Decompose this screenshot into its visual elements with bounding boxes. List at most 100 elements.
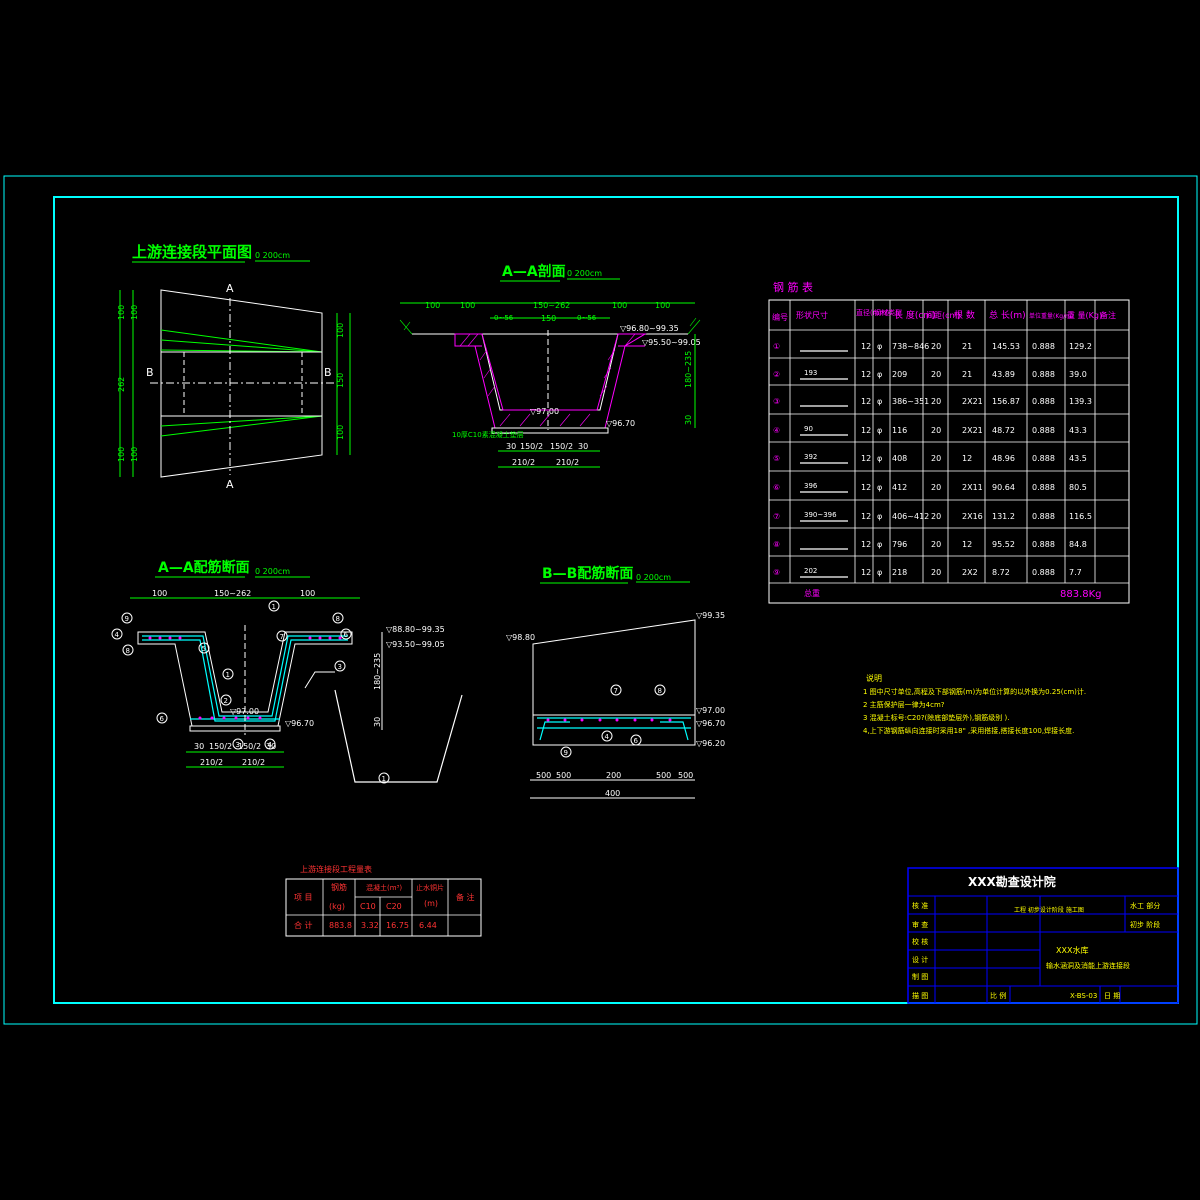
rebar-mark-circle <box>264 738 276 750</box>
rebar-mark-circle <box>122 644 134 656</box>
rebar-th-id: 编号 <box>772 312 788 322</box>
rebar-cell-r3-c10: 139.3 <box>1069 397 1092 406</box>
rebar-aa-bdim-1: 30 <box>194 742 204 751</box>
rebar-cell-r7-c2: 390~396 <box>804 511 837 519</box>
rebar-aa-elev-bottom: ▽97.00 <box>230 707 259 716</box>
rebar-bb-section: B—B配筋断面 0 200cm ▽98.80 ▽99.35 ▽97.00 ▽96… <box>506 565 725 799</box>
quantity-sub-c10: C10 <box>360 902 376 911</box>
rebar-mark-circle <box>340 628 352 640</box>
plan-dim-right-3: 100 <box>336 425 345 440</box>
rebar-mark-circle <box>332 612 344 624</box>
rebar-table-title: 钢 筋 表 <box>773 280 813 294</box>
rebar-cell-r3-c9: 0.888 <box>1032 397 1055 406</box>
title-part: 水工 部分 <box>1130 901 1160 910</box>
aa-elev-mid: ▽95.50~99.05 <box>642 338 701 347</box>
rebar-cell-r7-c4: φ <box>877 512 882 521</box>
rebar-cell-r9-c6: 20 <box>931 568 941 577</box>
aa-dim-right-1: 180~235 <box>684 351 693 388</box>
rebar-cell-r2-c7: 21 <box>962 370 972 379</box>
rebar-mark-circle <box>378 772 390 784</box>
title-row-5: 制 图 <box>912 972 928 981</box>
note-3: 3 混凝土标号:C20?(除底部垫层外),钢筋级别 ). <box>863 713 1009 722</box>
rebar-cell-r3-c1: ③ <box>773 397 780 406</box>
rebar-th-unit: 单位重量(Kg/m) <box>1029 312 1073 320</box>
rebar-bb-elev-r3: ▽96.20 <box>696 739 725 748</box>
title-row-1: 核 准 <box>912 901 928 910</box>
rebar-mark-circle <box>156 712 168 724</box>
rebar-cell-r1-c9: 0.888 <box>1032 342 1055 351</box>
rebar-mark-label: 1 <box>272 603 276 611</box>
rebar-cell-r2-c2: 193 <box>804 369 817 377</box>
aa-dim-top-2: 100 <box>460 301 475 310</box>
section-a-bottom-label: A <box>226 478 234 491</box>
notes-title: 说明 <box>866 673 882 683</box>
rebar-cell-r2-c9: 0.888 <box>1032 370 1055 379</box>
rebar-cell-r2-c1: ② <box>773 370 780 379</box>
rebar-cell-r1-c3: 12 <box>861 342 871 351</box>
rebar-cell-r9-c1: ⑨ <box>773 568 780 577</box>
rebar-cell-r5-c9: 0.888 <box>1032 454 1055 463</box>
note-2: 2 主筋保护层一律为4cm? <box>863 700 945 709</box>
aa-dim-bottom-3: 150/2 <box>550 442 573 451</box>
rebar-mark-label: 1 <box>226 671 230 679</box>
rebar-aa-dim-2: 150~262 <box>214 589 251 598</box>
rebar-cell-r5-c4: φ <box>877 454 882 463</box>
section-a-top-label: A <box>226 282 234 295</box>
rebar-cell-r6-c4: φ <box>877 483 882 492</box>
rebar-mark-circle <box>198 642 210 654</box>
title-row-2: 审 查 <box>912 920 928 929</box>
rebar-cell-r7-c10: 116.5 <box>1069 512 1092 521</box>
rebar-cell-r1-c8: 145.53 <box>992 342 1020 351</box>
aa-elev-top: ▽96.80~99.35 <box>620 324 679 333</box>
rebar-cell-r2-c8: 43.89 <box>992 370 1015 379</box>
rebar-bb-title: B—B配筋断面 <box>542 565 633 582</box>
rebar-mark-circle <box>334 660 346 672</box>
rebar-mark-label: 6 <box>634 737 639 745</box>
aa-dim-top-4: 100 <box>612 301 627 310</box>
rebar-cell-r3-c5: 386~351 <box>892 397 929 406</box>
plan-dim-left-3: 100 <box>117 447 126 462</box>
rebar-mark-label: 4 <box>268 741 273 749</box>
rebar-cell-r8-c1: ⑧ <box>773 540 780 549</box>
rebar-cell-r4-c10: 43.3 <box>1069 426 1087 435</box>
rebar-bb-bdim-4: 500 <box>656 771 671 780</box>
rebar-cell-r5-c10: 43.5 <box>1069 454 1087 463</box>
aa-dim-bottom-2: 150/2 <box>520 442 543 451</box>
quantity-cell-4: 16.75 <box>386 921 409 930</box>
rebar-cell-r4-c8: 48.72 <box>992 426 1015 435</box>
title-footer-date: 日 期 <box>1104 992 1120 1000</box>
rebar-cell-r1-c4: φ <box>877 342 882 351</box>
rebar-bb-bdim-2: 500 <box>556 771 571 780</box>
section-aa: A—A剖面 0 200cm 100 100 150~262 100 100 0~… <box>399 263 701 468</box>
quantity-cell-1: 合 计 <box>294 920 313 930</box>
title-block: XXX勘查设计院 核 准 审 查 校 核 设 计 制 图 描 图 工程 初步设计… <box>907 867 1179 1004</box>
rebar-total-label: 总重 <box>804 588 820 598</box>
plan-dim-left2-2: 100 <box>130 447 139 462</box>
rebar-cell-r8-c3: 12 <box>861 540 871 549</box>
rebar-cell-r6-c10: 80.5 <box>1069 483 1087 492</box>
aa-elev-base: ▽96.70 <box>606 419 635 428</box>
rebar-cell-r5-c2: 392 <box>804 453 817 461</box>
rebar-cell-r9-c7: 2X2 <box>962 568 978 577</box>
quantity-cell-3: 3.32 <box>361 921 379 930</box>
rebar-cell-r5-c1: ⑤ <box>773 454 780 463</box>
rebar-aa-elev-base: ▽96.70 <box>285 719 314 728</box>
rebar-cell-r6-c9: 0.888 <box>1032 483 1055 492</box>
rebar-cell-r4-c3: 12 <box>861 426 871 435</box>
quantity-sub-kg: (kg) <box>329 902 345 911</box>
quantity-th-concrete: 混凝土(m³) <box>366 883 402 892</box>
rebar-aa-right-1: 180~235 <box>373 653 382 690</box>
rebar-cell-r6-c7: 2X11 <box>962 483 983 492</box>
rebar-cell-r1-c7: 21 <box>962 342 972 351</box>
plan-dim-right-1: 100 <box>336 323 345 338</box>
rebar-cell-r6-c8: 90.64 <box>992 483 1015 492</box>
rebar-mark-circle <box>654 684 666 696</box>
plan-dim-right-2: 150 <box>336 373 345 388</box>
aa-dim-inner-1: 0~56 <box>494 314 514 322</box>
rebar-cell-r7-c3: 12 <box>861 512 871 521</box>
rebar-aa-bdim-4: 30 <box>266 742 276 751</box>
rebar-bb-bdim-3: 200 <box>606 771 621 780</box>
title-drawing: 输水涵洞及消能上游连接段 <box>1046 961 1130 970</box>
rebar-cell-r8-c6: 20 <box>931 540 941 549</box>
rebar-cell-r6-c3: 12 <box>861 483 871 492</box>
